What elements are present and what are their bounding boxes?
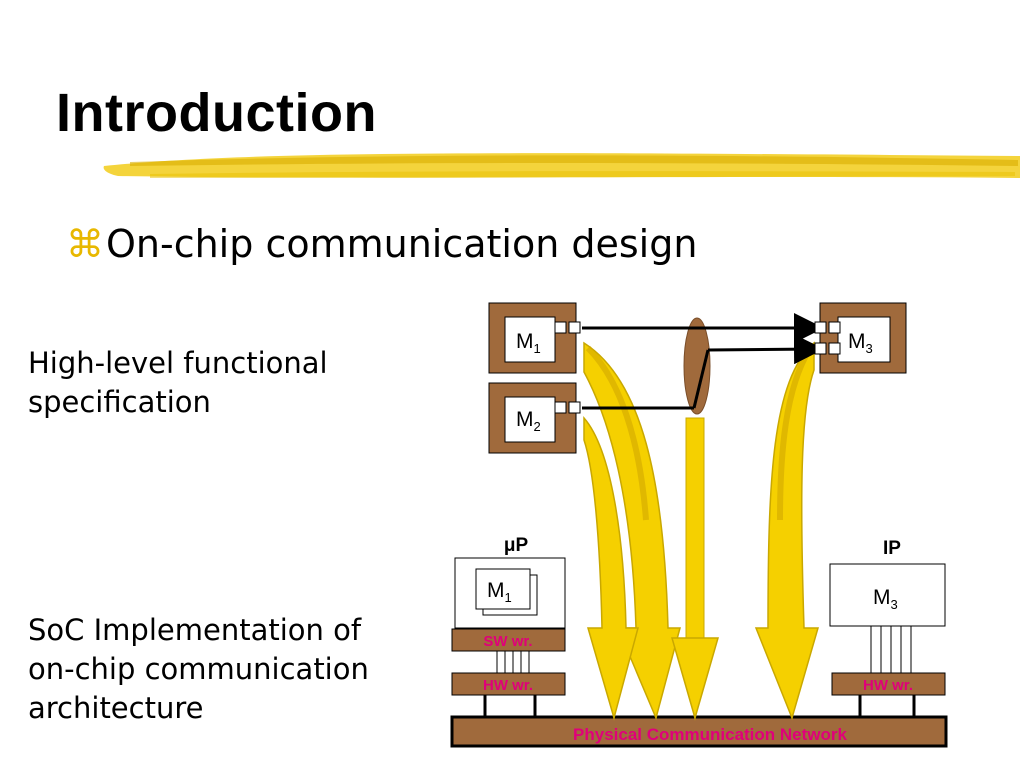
ip-inner-label: M3 [873,586,898,612]
mapping-arrow-m3 [754,341,819,721]
m3-label: M3 [848,330,873,356]
hw-wrapper-left [451,672,566,696]
m1-label: M1 [516,330,541,356]
high-level-line-1: High-level functional [28,346,328,380]
hw-wrapper-left-label: HW wr. [483,677,533,694]
channel-lines [582,313,824,410]
p-letter: P [515,535,528,556]
physical-network-bar: Physical Communication Network [450,715,948,748]
slide-title: Introduction [56,83,377,143]
soc-line-2: on-chip communication [28,652,369,686]
hw-wrapper-right-label: HW wr. [863,677,913,694]
hw-wrapper-right [831,672,946,696]
mu-symbol: μ [504,535,516,556]
high-level-line-2: specification [28,385,211,419]
m3-port-1 [814,321,827,334]
m3-port-3 [814,342,827,355]
m1-port-2 [568,321,581,334]
mapping-arrow-m2 [583,416,639,721]
processor-block: μP M1 SW wr. HW wr. [451,535,566,717]
title-underline-brush [103,153,1020,178]
m3-port-2 [828,321,841,334]
bullet-item: ⌘On-chip communication design [66,222,697,266]
proc-inner-module [475,568,531,610]
soc-implementation-label: SoC Implementation of on-chip communicat… [28,611,369,728]
processor-label: μP [504,535,529,556]
bullet-text: On-chip communication design [106,222,698,266]
m1-port-1 [554,321,567,334]
ip-block: IP M3 HW wr. [829,538,946,717]
ip-inner-module [829,563,946,627]
sw-wrapper [451,628,566,652]
high-level-spec-label: High-level functional specification [28,344,328,422]
proc-inner-label: M1 [487,579,512,605]
command-key-icon: ⌘ [66,222,104,266]
ip-label: IP [883,538,901,559]
module-m1: M1 [488,302,581,374]
mapping-arrow-channel [671,417,719,721]
m3-port-4 [828,342,841,355]
sw-wrapper-label: SW wr. [483,633,532,650]
module-m2: M2 [488,382,581,454]
m2-port-2 [568,401,581,414]
soc-line-1: SoC Implementation of [28,613,362,647]
module-m3: M3 [814,302,907,374]
mapping-arrow-m1 [583,341,681,721]
network-label: Physical Communication Network [573,725,847,744]
m2-port-1 [554,401,567,414]
soc-line-3: architecture [28,691,204,725]
m2-label: M2 [516,408,541,434]
channel-ellipse [683,317,711,415]
